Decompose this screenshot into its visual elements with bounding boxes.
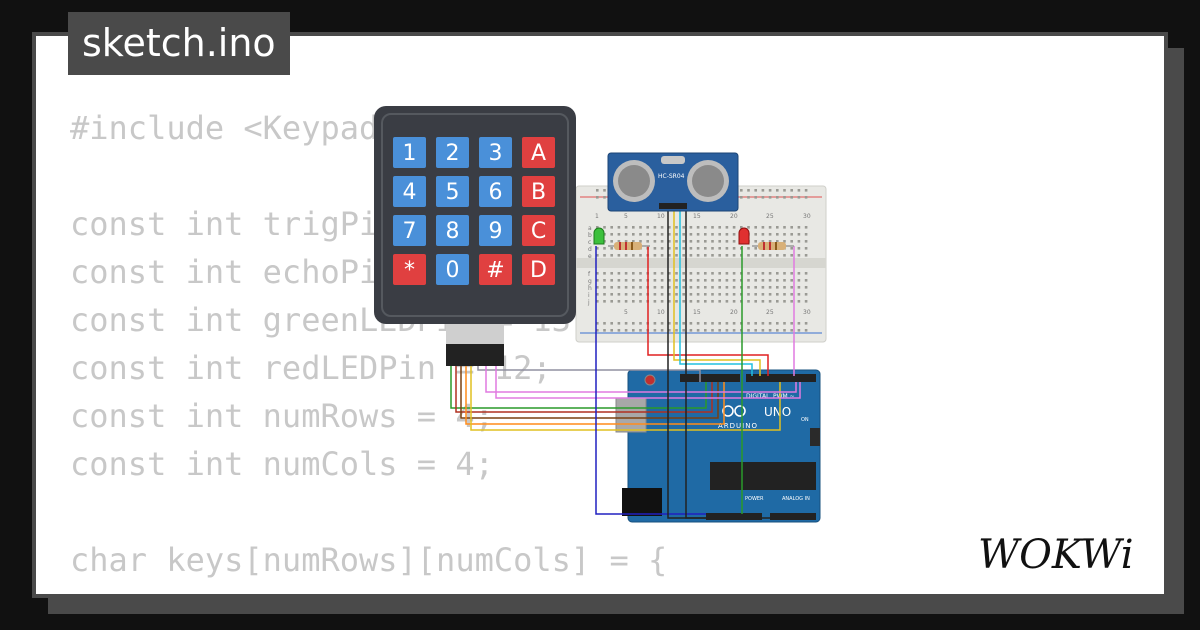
resistor	[752, 242, 794, 250]
keypad: 1 2 3 A 4 5 6 B 7 8 9 C * 0 # D	[374, 106, 576, 366]
digital-header	[746, 374, 816, 382]
power-jack	[622, 488, 662, 516]
keypad-key: 8	[436, 215, 469, 246]
code-line: const int redLEDPin = 12;	[70, 349, 552, 387]
keypad-key: #	[479, 254, 512, 285]
power-label: POWER	[745, 496, 764, 502]
power-header	[706, 513, 762, 520]
svg-text:e: e	[588, 253, 592, 260]
keypad-key: 1	[393, 137, 426, 168]
keypad-key: B	[522, 176, 555, 207]
code-line: const int numCols = 4;	[70, 445, 494, 483]
keypad-key: 9	[479, 215, 512, 246]
sensor-label: HC-SR04	[658, 173, 685, 180]
on-label: ON	[801, 417, 809, 423]
svg-text:2: 2	[446, 141, 460, 166]
svg-text:8: 8	[446, 219, 460, 244]
bb-number: 15	[693, 309, 701, 316]
keypad-key: 6	[479, 176, 512, 207]
svg-text:f: f	[588, 271, 591, 278]
bb-number: 20	[730, 309, 738, 316]
svg-text:D: D	[530, 258, 547, 283]
breadboard: 1 5 10 15 20 25 30 5 10 15 20 25 30 a b …	[575, 185, 827, 343]
svg-text:6: 6	[489, 180, 503, 205]
ultrasonic-sensor: HC-SR04	[607, 152, 739, 212]
svg-text:7: 7	[403, 219, 417, 244]
green-led	[593, 227, 605, 245]
keypad-key: A	[522, 137, 555, 168]
bb-number: 25	[766, 213, 774, 220]
svg-text:9: 9	[489, 219, 503, 244]
bb-number: 5	[624, 213, 628, 220]
keypad-key: D	[522, 254, 555, 285]
keypad-key: 7	[393, 215, 426, 246]
keypad-key: 2	[436, 137, 469, 168]
svg-text:#: #	[486, 258, 504, 283]
keypad-key: C	[522, 215, 555, 246]
svg-text:*: *	[404, 258, 415, 283]
svg-text:1: 1	[403, 141, 417, 166]
icsp-header	[810, 428, 820, 446]
keypad-key: *	[393, 254, 426, 285]
keypad-key: 4	[393, 176, 426, 207]
resistor	[608, 242, 650, 250]
brand-text: WOKWi	[978, 532, 1134, 578]
microcontroller-chip	[710, 462, 816, 490]
digital-label: DIGITAL	[746, 393, 770, 400]
bb-number: 30	[803, 213, 811, 220]
bb-number: 10	[657, 213, 665, 220]
pwm-label: PWM ~	[773, 393, 795, 400]
bb-number: 10	[657, 309, 665, 316]
svg-text:g: g	[588, 278, 592, 285]
wires	[450, 210, 801, 519]
breadboard-numbers: 1 5 10 15 20 25 30 5 10 15 20 25 30	[595, 213, 811, 316]
arduino-logo-icon	[722, 405, 746, 417]
svg-text:c: c	[588, 239, 591, 246]
red-led	[738, 227, 750, 245]
model-label: UNO	[764, 405, 791, 419]
analog-label: ANALOG IN	[782, 496, 810, 502]
svg-text:0: 0	[446, 258, 460, 283]
svg-text:3: 3	[489, 141, 503, 166]
svg-text:a: a	[588, 225, 592, 232]
reset-button	[644, 374, 656, 386]
code-line: {'1','2','3','A'},	[70, 584, 667, 594]
svg-text:4: 4	[403, 180, 417, 205]
keypad-key: 0	[436, 254, 469, 285]
bb-number: 25	[766, 309, 774, 316]
svg-text:h: h	[588, 285, 592, 292]
svg-text:C: C	[531, 219, 546, 244]
svg-text:A: A	[531, 141, 546, 166]
svg-text:b: b	[588, 232, 592, 239]
file-title: sketch.ino	[68, 12, 290, 75]
bb-number: 30	[803, 309, 811, 316]
svg-text:d: d	[588, 246, 592, 253]
analog-header	[770, 513, 816, 520]
svg-text:5: 5	[446, 180, 460, 205]
wokwi-logo: WOKWi	[978, 532, 1134, 578]
usb-port	[615, 397, 647, 433]
svg-text:j: j	[587, 299, 590, 306]
bb-number: 1	[595, 213, 599, 220]
bb-number: 15	[693, 213, 701, 220]
bb-number: 5	[624, 309, 628, 316]
breadboard-row-letters: a b c d e f g h i j	[587, 225, 592, 306]
svg-text:B: B	[531, 180, 546, 205]
brand-label: ARDUINO	[718, 422, 758, 430]
keypad-key: 5	[436, 176, 469, 207]
bb-number: 20	[730, 213, 738, 220]
keypad-keys: 1 2 3 A 4 5 6 B 7 8 9 C * 0 # D	[393, 137, 555, 285]
keypad-key: 3	[479, 137, 512, 168]
code-line: char keys[numRows][numCols] = {	[70, 541, 668, 579]
digital-header	[680, 374, 740, 382]
svg-text:i: i	[588, 292, 590, 299]
